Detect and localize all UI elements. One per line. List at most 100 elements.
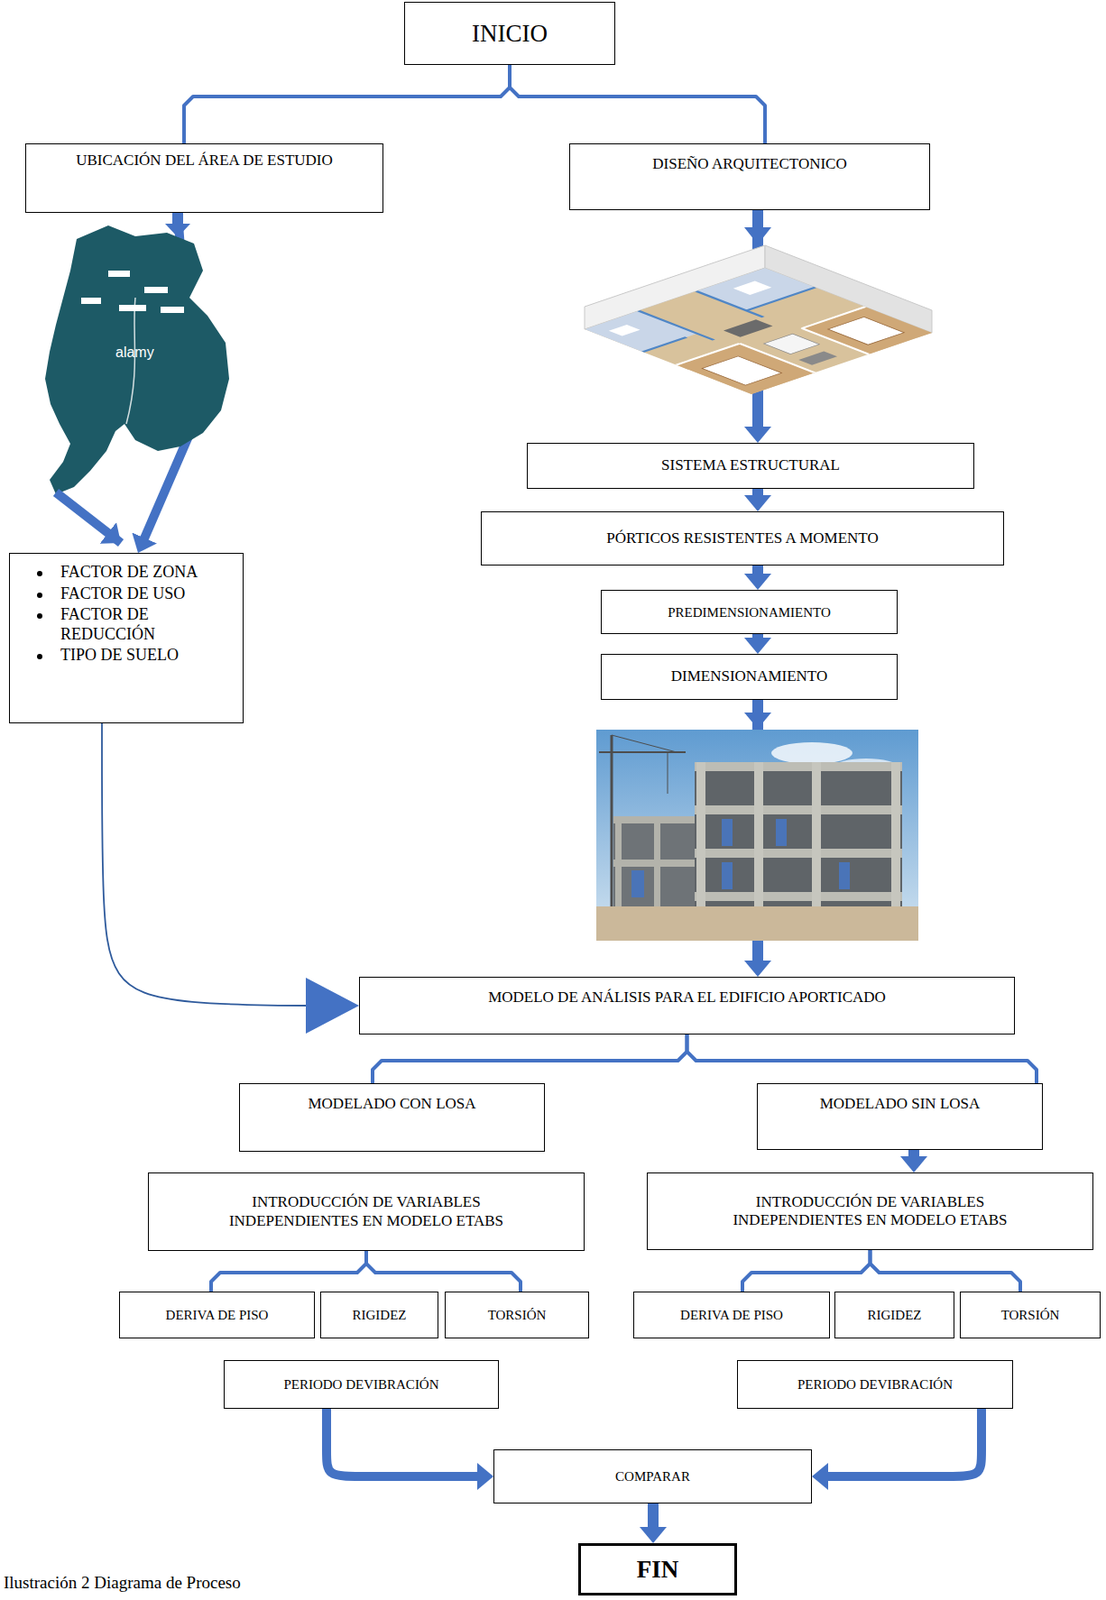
apartment-illustration (584, 311, 698, 353)
map-illustration (45, 225, 230, 495)
node-text: DERIVA DE PISO (165, 1307, 269, 1324)
apartment-illustration (828, 316, 904, 345)
flow-arrow-decoration (55, 492, 121, 544)
flow-arrow-decoration (744, 227, 772, 245)
apartment-illustration (608, 324, 641, 337)
node-text: INTRODUCCIÓN DE VARIABLES INDEPENDIENTES… (194, 1193, 538, 1231)
process-box: DISEÑO ARQUITECTONICO (569, 143, 931, 211)
node-text: RIGIDEZ (867, 1307, 922, 1324)
apartment-illustration (584, 267, 932, 395)
building-photo (694, 892, 903, 902)
building-photo (667, 752, 669, 794)
building-photo (654, 816, 661, 907)
building-photo (811, 762, 821, 907)
building-photo (613, 816, 700, 907)
process-box: INTRODUCCIÓN DE VARIABLES INDEPENDIENTES… (646, 1172, 1094, 1251)
node-text: MODELO DE ANÁLISIS PARA EL EDIFICIO APOR… (488, 988, 886, 1007)
building-photo (694, 805, 903, 815)
apartment-illustration (764, 333, 821, 354)
result-box: TORSIÓN (444, 1291, 590, 1339)
node-text: FACTOR DE ZONA (60, 562, 198, 583)
watermark: alamy (115, 344, 155, 361)
end-box: FIN (578, 1543, 738, 1596)
flow-arrow-decoration (744, 712, 772, 729)
process-box: MODELADO CON LOSA (239, 1083, 545, 1153)
bullet-dot (36, 613, 43, 619)
node-text: DERIVA DE PISO (680, 1307, 784, 1324)
apartment-illustration (696, 291, 764, 318)
bracket-connector (687, 1034, 1038, 1084)
figure-caption: Ilustración 2 Diagrama de Proceso (3, 1573, 241, 1594)
result-box: PERIODO DEVIBRACIÓN (737, 1360, 1014, 1410)
flow-arrow (752, 488, 764, 512)
apartment-illustration (723, 319, 774, 337)
building-photo (838, 862, 850, 890)
building-photo (694, 762, 903, 907)
flow-arrow (752, 634, 764, 655)
apartment-illustration (801, 306, 932, 355)
map-illustration (119, 304, 147, 312)
process-box: COMPARAR (493, 1449, 812, 1504)
bracket-connector (509, 64, 765, 144)
node-text: TORSIÓN (1001, 1307, 1060, 1324)
apartment-illustration (798, 350, 838, 365)
result-box: TORSIÓN (959, 1291, 1101, 1339)
apartment-illustration (701, 356, 782, 386)
bullet-dot (36, 654, 43, 660)
building-photo (891, 762, 901, 907)
result-box: RIGIDEZ (834, 1291, 955, 1339)
process-box: PREDIMENSIONAMIENTO (600, 589, 898, 635)
node-text: PÓRTICOS RESISTENTES A MOMENTO (606, 529, 878, 548)
bullet-dot (36, 571, 43, 577)
building-photo (610, 735, 614, 907)
list-item: FACTOR DE REDUCCIÓN (36, 605, 236, 645)
building-photo (596, 729, 919, 941)
node-text: UBICACIÓN DEL ÁREA DE ESTUDIO (75, 151, 333, 170)
result-box: RIGIDEZ (320, 1291, 439, 1339)
list-item: FACTOR DE ZONA (36, 562, 198, 583)
process-box: SISTEMA ESTRUCTURAL (526, 442, 975, 489)
node-text: MODELADO SIN LOSA (820, 1095, 981, 1114)
node-text: TIPO DE SUELO (60, 645, 179, 666)
bracket-connector (372, 1034, 688, 1084)
bracket-connector (870, 1250, 1022, 1292)
building-photo (775, 819, 787, 847)
flow-arrow-decoration (165, 212, 191, 238)
node-text: RIGIDEZ (352, 1307, 407, 1324)
map-illustration (160, 306, 185, 314)
building-photo (721, 862, 733, 890)
connector-group (101, 64, 1037, 1544)
factor-list-box: FACTOR DE ZONAFACTOR DE USOFACTOR DE RED… (9, 553, 244, 724)
process-box: INTRODUCCIÓN DE VARIABLES INDEPENDIENTES… (147, 1172, 585, 1252)
flow-arrow (811, 1409, 982, 1477)
building-photo (596, 729, 919, 941)
process-box: PÓRTICOS RESISTENTES A MOMENTO (480, 511, 1005, 566)
node-text: DIMENSIONAMIENTO (671, 667, 828, 686)
result-box: DERIVA DE PISO (633, 1291, 830, 1339)
node-text: PERIODO DEVIBRACIÓN (797, 1376, 953, 1393)
apartment-illustration (696, 267, 816, 311)
node-text: INICIO (471, 18, 548, 48)
node-text: DISEÑO ARQUITECTONICO (652, 155, 848, 174)
node-text: FACTOR DE REDUCCIÓN (60, 605, 236, 645)
bracket-connector (211, 1251, 367, 1292)
bracket-connector (366, 1251, 521, 1292)
list-item: FACTOR DE USO (36, 584, 185, 605)
flow-arrow (752, 565, 764, 590)
building-photo (694, 848, 903, 858)
building-photo (754, 762, 764, 907)
process-box: MODELADO SIN LOSA (756, 1083, 1043, 1151)
process-box: MODELO DE ANÁLISIS PARA EL EDIFICIO APOR… (359, 976, 1015, 1035)
map-illustration (81, 297, 102, 305)
apartment-illustration (638, 311, 714, 341)
building-photo (771, 742, 853, 765)
result-box: DERIVA DE PISO (119, 1291, 315, 1339)
bracket-connector (184, 64, 510, 144)
building-photo (694, 762, 903, 772)
apartment-illustration (584, 267, 932, 395)
process-box: UBICACIÓN DEL ÁREA DE ESTUDIO (25, 143, 384, 213)
apartment-illustration (584, 245, 932, 395)
node-text: TORSIÓN (488, 1307, 547, 1324)
map-illustration (144, 286, 168, 294)
